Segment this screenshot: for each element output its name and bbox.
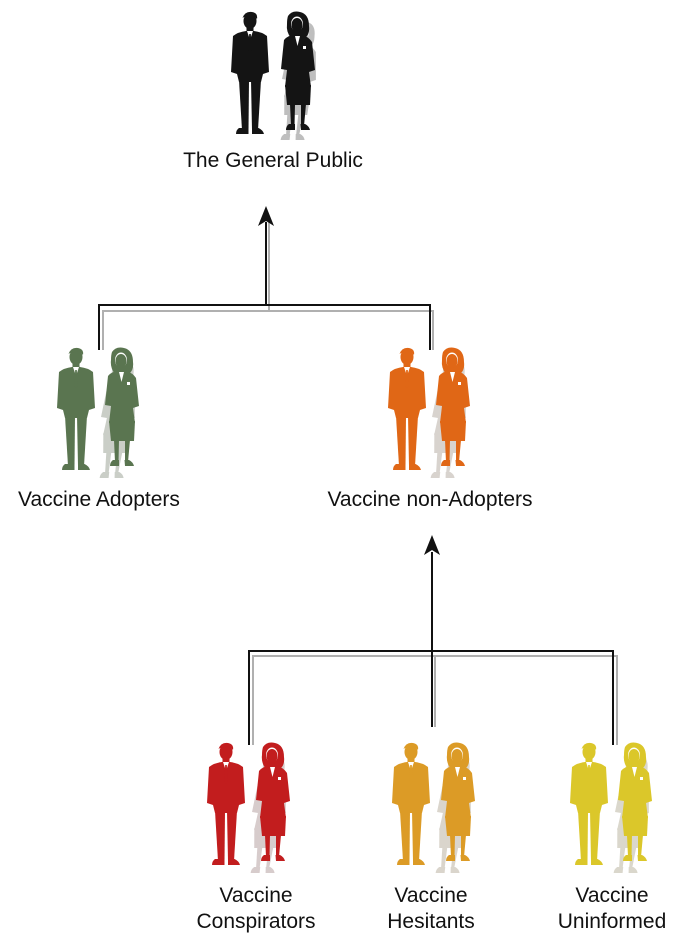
vaccine-non-adopters-people-icon xyxy=(388,347,473,478)
vaccine-adopters-label-text: Vaccine Adopters xyxy=(18,488,180,511)
general-public-label-text: The General Public xyxy=(183,149,363,172)
vaccine-conspirators-people-icon xyxy=(207,742,293,873)
connector-adopters-nonadopters xyxy=(98,222,434,350)
vaccine-hesitants-people-icon xyxy=(392,742,478,873)
vaccine-non-adopters-label-text: Vaccine non-Adopters xyxy=(327,488,533,511)
vaccine-conspirators-label-line1: Vaccine xyxy=(219,884,293,907)
general-public-people-icon xyxy=(231,11,323,140)
vaccine-hesitants-label-line2: Hesitants xyxy=(387,910,475,933)
vaccine-adopters-label: Vaccine Adopters xyxy=(4,487,194,513)
vaccine-uninformed-label-line2: Uninformed xyxy=(557,910,667,933)
vaccine-adopters-people-icon xyxy=(57,347,142,478)
general-public-label: The General Public xyxy=(163,148,383,174)
vaccine-uninformed-label-line1: Vaccine xyxy=(575,884,649,907)
vaccine-uninformed-people-icon xyxy=(570,742,656,873)
vaccine-hesitants-label: Vaccine Hesitants xyxy=(371,883,491,935)
arrow-to-non-adopters xyxy=(424,535,440,555)
vaccine-non-adopters-label: Vaccine non-Adopters xyxy=(305,487,555,513)
vaccine-uninformed-label: Vaccine Uninformed xyxy=(556,883,668,935)
connector-subgroups xyxy=(248,552,618,745)
vaccine-conspirators-label-line2: Conspirators xyxy=(196,910,316,933)
vaccine-conspirators-label: Vaccine Conspirators xyxy=(186,883,326,935)
vaccine-hesitants-label-line1: Vaccine xyxy=(394,884,468,907)
arrow-to-general-public xyxy=(258,206,274,226)
